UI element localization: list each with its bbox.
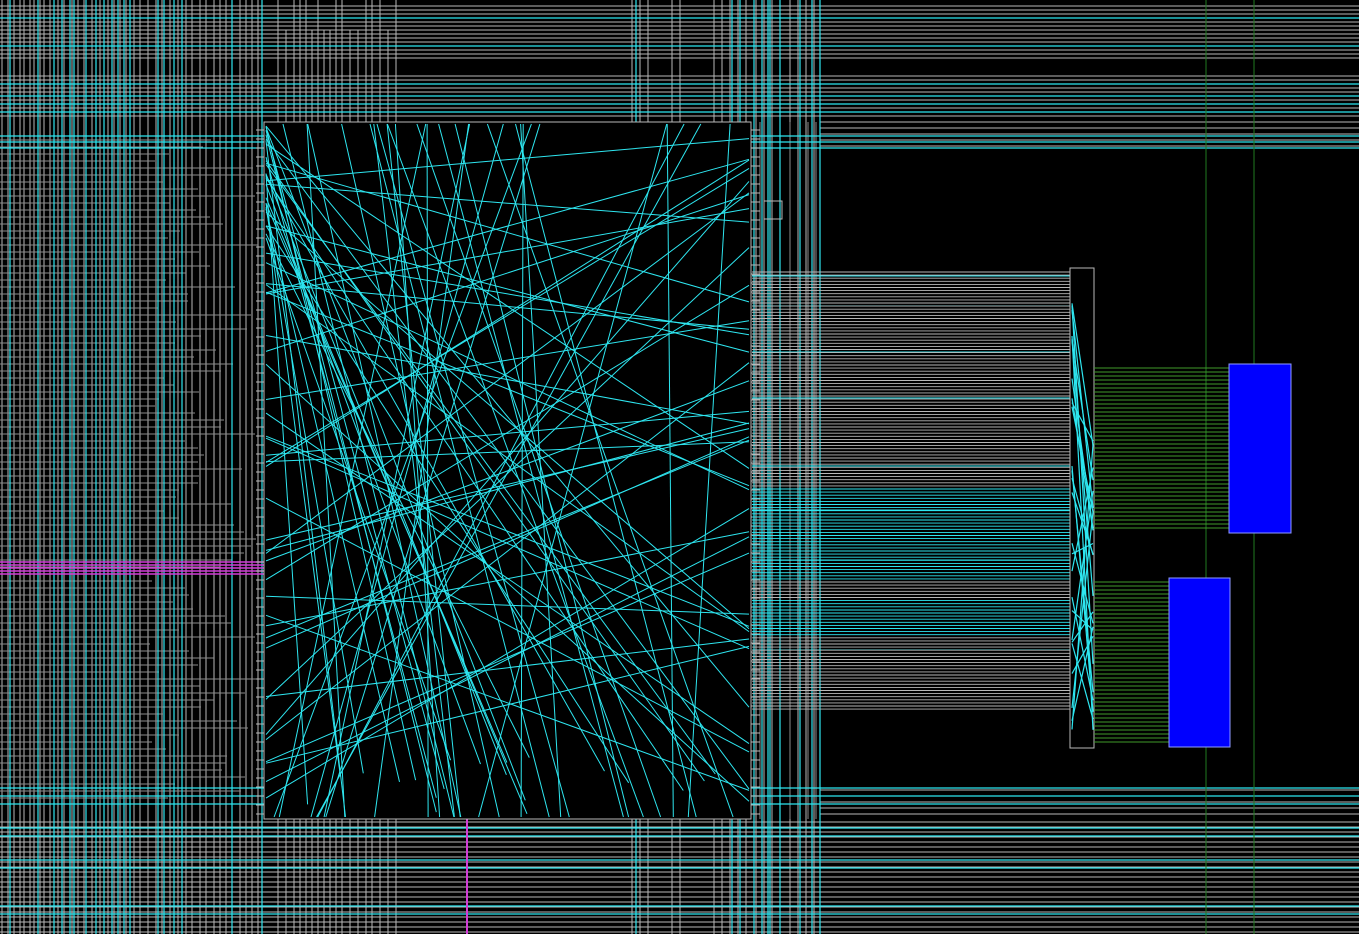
diagonal-net: [265, 183, 750, 223]
diagonal-net: [265, 262, 750, 491]
diagonal-net: [265, 439, 750, 639]
green-pin-fans: [1094, 367, 1229, 743]
diagonal-net: [265, 192, 750, 554]
diagonal-net: [426, 123, 429, 818]
diagonal-net: [265, 363, 750, 802]
diagonal-net: [265, 595, 750, 615]
diagonal-nets: [265, 123, 750, 818]
diagonal-net: [282, 123, 455, 818]
diagonal-net: [323, 123, 471, 818]
diagonal-net: [394, 123, 441, 818]
diagonal-net: [265, 134, 437, 813]
diagonal-net: [341, 123, 500, 818]
diagonal-net: [265, 203, 341, 777]
bank-crossover: [1071, 338, 1094, 596]
bank-crossover: [1071, 303, 1094, 446]
diagonal-net: [478, 123, 668, 818]
bank-crossover: [1071, 636, 1094, 674]
diagonal-net: [265, 645, 750, 764]
diagonal-net: [515, 123, 697, 818]
diagonal-net: [265, 158, 750, 294]
gray-horizontal-wires: [0, 5, 1359, 933]
diagonal-net: [265, 638, 750, 697]
diagonal-net: [265, 125, 750, 708]
diagonal-net: [687, 123, 731, 818]
diagonal-net: [265, 252, 750, 336]
diagonal-net: [520, 123, 562, 818]
horizontal-bus: [752, 271, 1070, 710]
diagonal-net: [265, 380, 750, 562]
diagonal-net: [265, 436, 750, 649]
diagonal-net: [265, 208, 400, 783]
diagonal-net: [265, 291, 750, 487]
diagonal-net: [265, 197, 528, 814]
diagonal-net: [374, 123, 470, 818]
bank-crossover: [1071, 611, 1094, 643]
diagonal-net: [306, 123, 346, 818]
diagonal-net: [386, 123, 644, 818]
magenta-wires: [0, 561, 468, 934]
diagonal-net: [265, 531, 750, 627]
diagonal-net: [373, 123, 455, 818]
diagonal-net: [273, 123, 532, 818]
diagonal-net: [265, 194, 750, 352]
diagonal-net: [310, 123, 504, 818]
diagonal-net: [666, 123, 674, 818]
bank-crossover: [1071, 402, 1094, 442]
diagonal-net: [265, 225, 630, 784]
bank-crossover: [1071, 444, 1094, 730]
blue-block-upper[interactable]: [1228, 363, 1292, 534]
diagonal-net: [520, 123, 524, 818]
bank-crossover: [1071, 643, 1094, 720]
bank-crossover: [1071, 305, 1094, 664]
blue-block-lower[interactable]: [1168, 577, 1231, 748]
pin-bank-crossovers: [1071, 303, 1094, 730]
bank-crossover: [1071, 378, 1094, 529]
bank-crossover: [1071, 490, 1094, 641]
bank-crossover: [1071, 543, 1094, 624]
diagonal-net: [265, 441, 750, 463]
diagonal-net: [317, 123, 685, 818]
diagonal-net: [265, 162, 750, 303]
diagonal-net: [265, 160, 705, 782]
diagonal-net: [265, 173, 309, 805]
diagonal-net: [265, 207, 364, 774]
diagonal-net: [265, 536, 750, 783]
diagonal-net: [265, 410, 750, 456]
diagonal-net: [265, 140, 346, 817]
diagonal-net: [265, 138, 750, 182]
diagonal-net: [265, 127, 526, 801]
diagonal-net: [265, 175, 605, 772]
diagonal-net: [265, 159, 750, 467]
diagonal-net: [265, 177, 684, 791]
diagonal-net: [265, 428, 750, 541]
bank-crossover: [1071, 309, 1094, 509]
bank-crossover: [1071, 610, 1094, 631]
diagonal-net: [325, 123, 541, 818]
diagonal-net: [265, 614, 750, 791]
diagonal-net: [454, 123, 630, 818]
diagonal-net: [265, 211, 750, 630]
diagonal-net: [438, 123, 624, 818]
diagonal-net: [386, 123, 461, 818]
diagonal-net: [265, 422, 750, 551]
diagonal-net: [265, 208, 750, 295]
diagonal-net: [416, 123, 662, 818]
small-pad[interactable]: [763, 200, 783, 220]
diagonal-net: [265, 167, 750, 463]
diagonal-net: [265, 225, 750, 353]
diagonal-net: [265, 320, 750, 400]
diagonal-net: [376, 123, 570, 818]
diagonal-net: [265, 237, 452, 761]
diagonal-net: [265, 437, 750, 650]
diagonal-net: [265, 435, 750, 627]
diagonal-net: [265, 143, 750, 469]
diagonal-net: [369, 123, 550, 818]
